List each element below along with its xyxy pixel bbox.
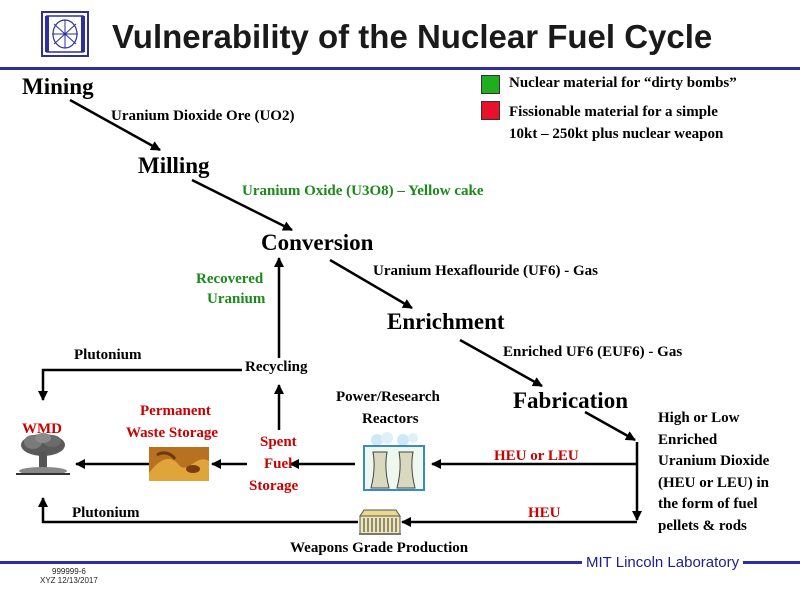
node-wmd-label: WMD [22, 421, 62, 437]
node-spent-label-line2: Fuel [264, 456, 293, 472]
node-waste-label-line1: Permanent [140, 403, 211, 419]
legend-red-swatch [481, 101, 500, 120]
arrow-fabrication-down [584, 410, 636, 442]
flow-recovered-label-line2: Uranium [207, 291, 266, 307]
fab-note-line: pellets & rods [658, 517, 747, 534]
flow-ore-label: Uranium Dioxide Ore (UO2) [111, 108, 295, 124]
fab-note-line: High or Low [658, 410, 740, 426]
flow-recovered-label-line1: Recovered [196, 271, 264, 287]
waste-storage-icon [149, 447, 209, 481]
stage-conversion: Conversion [261, 230, 374, 255]
stage-milling: Milling [138, 153, 210, 178]
flow-recycling-label: Recycling [245, 359, 308, 376]
lincoln-logo-icon [41, 11, 89, 57]
node-spent-label-line3: Storage [249, 478, 299, 494]
mushroom-cloud-icon [16, 433, 70, 475]
flow-euf6-label: Enriched UF6 (EUF6) - Gas [503, 344, 683, 360]
node-waste-label-line2: Waste Storage [126, 425, 219, 441]
footer-divider [0, 561, 800, 564]
fab-note-line: (HEU or LEU) in [658, 474, 769, 491]
flow-heu-label: HEU [528, 505, 561, 521]
fabrication-note: High or Low Enriched Uranium Dioxide (HE… [658, 408, 769, 537]
arrow-conversion-enrichment [329, 258, 413, 310]
node-reactors-label-line1: Power/Research [336, 389, 440, 405]
fab-note-line: Enriched [658, 431, 718, 448]
node-reactors-label-line2: Reactors [362, 411, 419, 427]
page-title: Vulnerability of the Nuclear Fuel Cycle [112, 18, 713, 55]
legend-green-label: Nuclear material for “dirty bombs” [509, 75, 737, 91]
flow-plutonium-bottom-label: Plutonium [72, 505, 140, 521]
node-spent-label-line1: Spent [260, 434, 297, 450]
flow-plutonium-top-label: Plutonium [74, 347, 142, 363]
legend-green-swatch [481, 75, 500, 94]
fab-note-line: the form of fuel [658, 496, 758, 512]
legend-red-label-line2: 10kt – 250kt plus nuclear weapon [509, 126, 724, 142]
flow-uf6-label: Uranium Hexaflouride (UF6) - Gas [373, 263, 598, 279]
footer-code-1: 999999-6 [52, 567, 86, 576]
arrow-milling-conversion [191, 178, 293, 232]
stage-enrichment: Enrichment [387, 309, 505, 334]
flow-yellowcake-label: Uranium Oxide (U3O8) – Yellow cake [242, 183, 484, 199]
header-divider [0, 67, 800, 70]
node-weapons-label: Weapons Grade Production [290, 540, 469, 556]
arrow-weapons-to-wmd [38, 497, 358, 524]
arrow-recycling-to-wmd [38, 368, 242, 401]
factory-icon [359, 509, 401, 535]
arrow-enrichment-fabrication [459, 338, 543, 388]
arrow-mining-milling [69, 98, 161, 152]
flow-heu-or-leu-label: HEU or LEU [494, 448, 579, 464]
stage-fabrication: Fabrication [513, 388, 628, 413]
footer-lab-name: MIT Lincoln Laboratory [582, 554, 744, 571]
cooling-towers-icon [363, 432, 425, 491]
legend-red-label-line1: Fissionable material for a simple [509, 104, 718, 120]
fab-note-line: Uranium Dioxide [658, 453, 770, 469]
footer-code-2: XYZ 12/13/2017 [40, 576, 98, 585]
stage-mining: Mining [22, 74, 94, 99]
